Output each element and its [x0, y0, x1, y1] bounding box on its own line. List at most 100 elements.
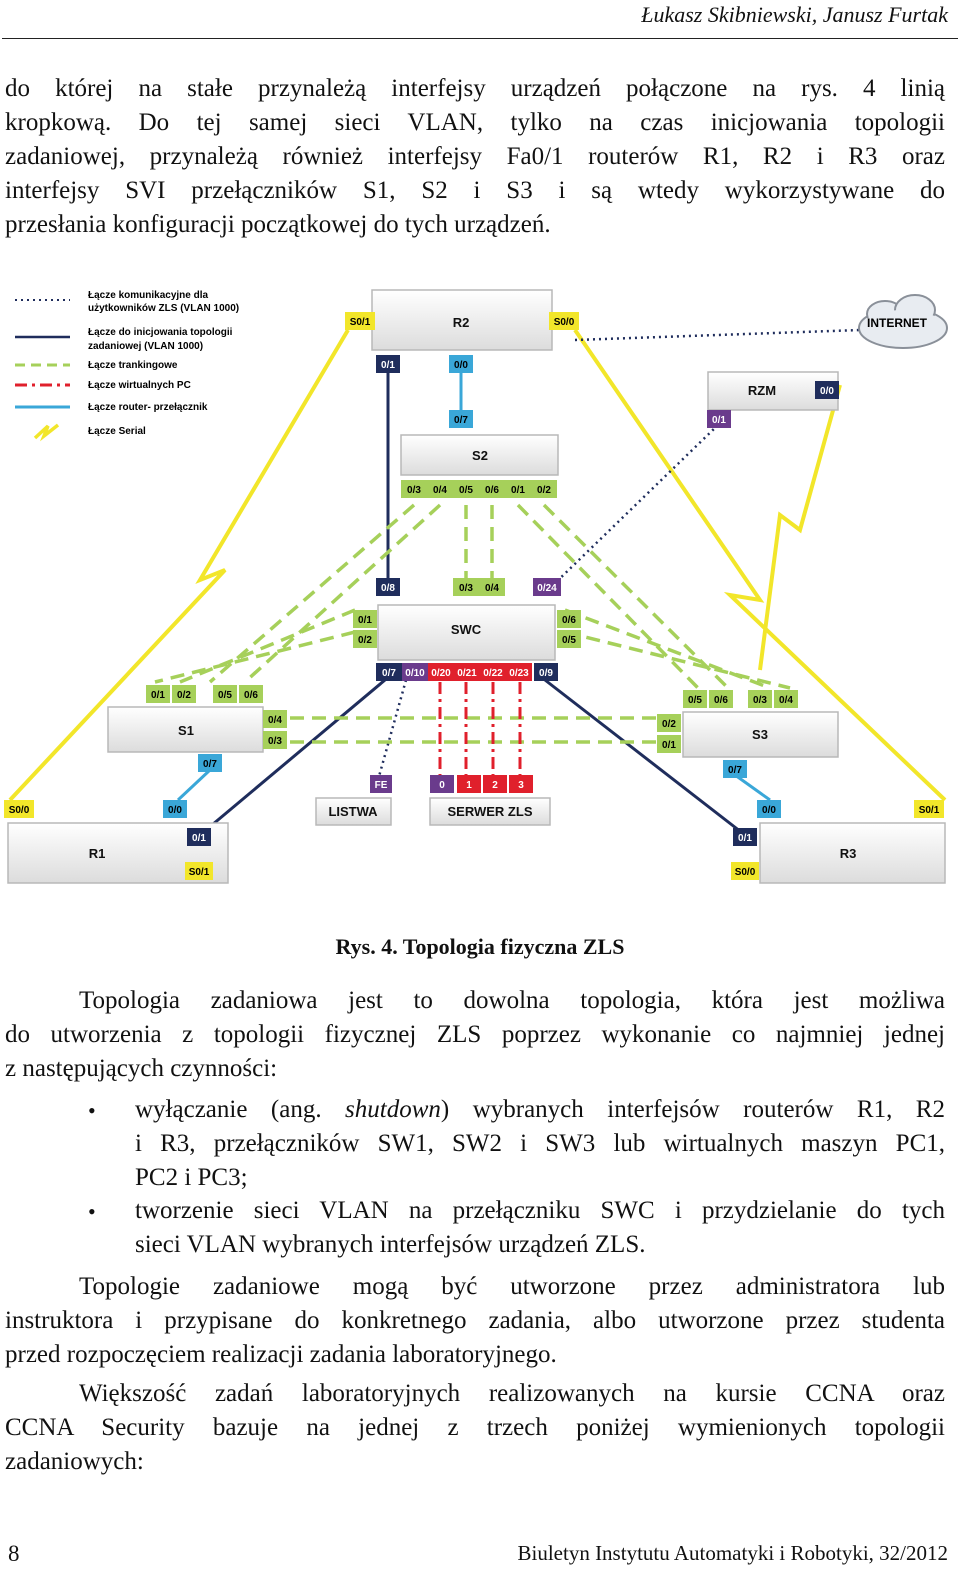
port-label: 0/3	[459, 583, 473, 594]
port-label: 0/7	[382, 668, 396, 679]
legend-label: Łącze komunikacyjne dla	[88, 290, 208, 301]
s3-box	[682, 711, 839, 758]
header-rule	[2, 38, 958, 39]
s2-box	[400, 434, 559, 476]
legend-label: użytkowników ZLS (VLAN 1000)	[88, 303, 239, 314]
page-number: 8	[8, 1541, 20, 1566]
port-label: S0/0	[9, 805, 30, 816]
text-line: sieci VLAN wybranych interfejsów urządze…	[135, 1231, 646, 1258]
bullet-item-2: tworzenie sieci VLAN na przełączniku SWC…	[135, 1194, 945, 1262]
text-line: Większość zadań laboratoryjnych realizow…	[79, 1380, 945, 1407]
text-line: wyłączanie (ang. shutdown) wybranych int…	[135, 1096, 945, 1123]
port-label: 0/2	[358, 635, 372, 646]
swc-box	[377, 604, 556, 661]
port-label: 3	[518, 780, 524, 791]
port-label: 0/2	[662, 719, 676, 730]
text-line: PC2 i PC3;	[135, 1164, 248, 1191]
port-label: 0/1	[712, 415, 726, 426]
port-label: 0/4	[485, 583, 499, 594]
topology-figure: Łącze komunikacyjne dla użytkowników ZLS…	[4, 289, 948, 884]
legend-label: Łącze wirtualnych PC	[88, 380, 191, 391]
port-label: 0/4	[433, 485, 447, 496]
s2-label: S2	[472, 448, 488, 463]
text-line: Topologia zadaniowa jest to dowolna topo…	[79, 987, 945, 1014]
port-label: 0/22	[483, 668, 503, 679]
port-label: 0/9	[539, 668, 553, 679]
port-label: 0/7	[454, 415, 468, 426]
intro-paragraph: do której na stałe przynależą interfejsy…	[5, 72, 945, 242]
listwa-label: LISTWA	[328, 804, 378, 819]
port-label: 0/7	[203, 759, 217, 770]
serwer-label: SERWER ZLS	[448, 804, 533, 819]
paragraph-2: Topologia zadaniowa jest to dowolna topo…	[5, 984, 945, 1086]
bullet-marker: •	[88, 1098, 96, 1123]
port-label: 0/6	[485, 485, 499, 496]
internet-cloud: INTERNET	[858, 294, 948, 349]
text-line: Topologie zadaniowe mogą być utworzone p…	[79, 1273, 945, 1300]
device-boxes	[7, 289, 946, 884]
device-labels: R2 S2 SWC S1 S3 RZM R1 R3 LISTWA SERWER …	[89, 315, 857, 861]
text-line: zadaniowych:	[5, 1448, 144, 1475]
port-label: 0/4	[268, 715, 282, 726]
port-label: 0/23	[509, 668, 529, 679]
port-label: 0/5	[688, 695, 702, 706]
legend: Łącze komunikacyjne dla użytkowników ZLS…	[15, 290, 239, 442]
text-line: kropkową. Do tej samej sieci VLAN, tylko…	[5, 109, 945, 136]
text-line: z następujących czynności:	[5, 1055, 278, 1082]
text-line: tworzenie sieci VLAN na przełączniku SWC…	[135, 1197, 945, 1224]
solid-links	[199, 370, 746, 837]
port-label: S0/0	[735, 867, 756, 878]
port-label: 0/7	[728, 765, 742, 776]
text-line: CCNA Security bazuje na jednej z trzech …	[5, 1414, 945, 1441]
serial-links	[8, 328, 947, 802]
legend-label: Łącze trankingowe	[88, 360, 178, 371]
port-label: 0/0	[168, 805, 182, 816]
port-label: 0/0	[454, 360, 468, 371]
port-label: 1	[466, 780, 472, 791]
port-label: 0/3	[753, 695, 767, 706]
port-label: 0/1	[662, 740, 676, 751]
listwa-box	[315, 797, 392, 826]
port-label: S0/1	[919, 805, 940, 816]
text-line: interfejsy SVI przełączników S1, S2 i S3…	[5, 177, 945, 204]
internet-label: INTERNET	[867, 316, 928, 330]
port-label: 0/5	[459, 485, 473, 496]
text-line: zadaniowej, przynależą również interfejs…	[5, 143, 945, 170]
port-label: 0/21	[457, 668, 477, 679]
r1-label: R1	[89, 846, 106, 861]
r3-box	[759, 822, 946, 884]
trunk-links	[154, 503, 791, 744]
legend-label: Łącze do inicjowania topologii	[88, 327, 233, 338]
text-line: i R3, przełączników SW1, SW2 i SW3 lub w…	[135, 1130, 945, 1157]
blue-links	[176, 370, 771, 802]
legend-label: Łącze router- przełącznik	[88, 402, 208, 413]
journal-footer: Biuletyn Instytutu Automatyki i Robotyki…	[517, 1541, 948, 1565]
paragraph-4: Większość zadań laboratoryjnych realizow…	[5, 1377, 945, 1479]
port-label: 0/8	[381, 583, 395, 594]
text-line: do utworzenia z topologii fizycznej ZLS …	[5, 1021, 945, 1048]
port-label: 0/4	[779, 695, 793, 706]
port-label: 0/6	[244, 690, 258, 701]
port-label: 0/3	[268, 736, 282, 747]
bullet-marker: •	[88, 1199, 96, 1224]
bullet-item-1: wyłączanie (ang. shutdown) wybranych int…	[135, 1093, 945, 1195]
s3-label: S3	[752, 727, 768, 742]
port-label: 0/1	[738, 833, 752, 844]
port-label: 0/1	[511, 485, 525, 496]
port-label: 0	[439, 780, 445, 791]
text-line: instruktora i przypisane do konkretnego …	[5, 1307, 945, 1334]
running-header: Łukasz Skibniewski, Janusz Furtak	[641, 2, 948, 27]
port-label: 0/1	[151, 690, 165, 701]
port-label: 0/0	[820, 386, 834, 397]
port-label: S0/1	[350, 317, 371, 328]
port-label: S0/1	[189, 867, 210, 878]
port-label: 0/1	[358, 615, 372, 626]
port-label: 0/20	[431, 668, 451, 679]
legend-label: zadaniowej (VLAN 1000)	[88, 341, 203, 352]
port-label: 0/1	[381, 360, 395, 371]
swc-label: SWC	[451, 622, 482, 637]
port-badges: S0/1 S0/0 0/1 0/0 0/7 0/3 0/4 0/5 0/6 0/…	[4, 312, 944, 880]
port-label: 0/0	[762, 805, 776, 816]
text-line: do której na stałe przynależą interfejsy…	[5, 75, 945, 102]
serwer-box	[429, 797, 551, 826]
